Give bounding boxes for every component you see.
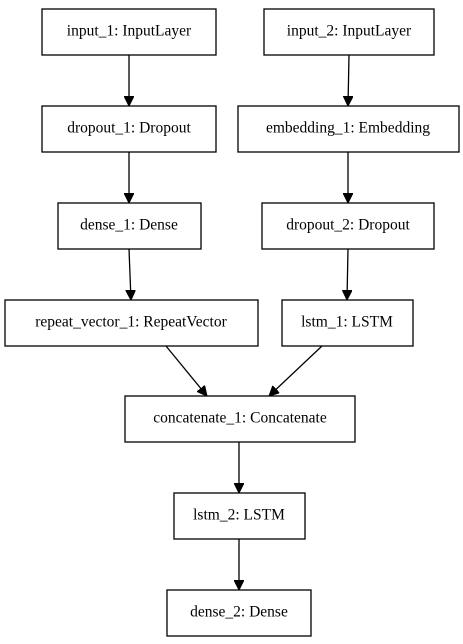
edge-input-2-to-embedding-1	[348, 54, 349, 106]
node-input-1-label: input_1: InputLayer	[67, 23, 192, 40]
nodes-layer: input_1: InputLayer dropout_1: Dropout d…	[4, 8, 460, 637]
node-concatenate-1: concatenate_1: Concatenate	[124, 395, 356, 443]
node-embedding-1-label: embedding_1: Embedding	[266, 120, 430, 137]
node-lstm-2: lstm_2: LSTM	[173, 492, 306, 540]
node-dense-1-label: dense_1: Dense	[80, 217, 178, 234]
edge-lstm-1-to-concatenate-1	[269, 345, 323, 396]
edge-dropout-2-to-lstm-1	[347, 248, 348, 300]
node-input-2-label: input_2: InputLayer	[287, 23, 412, 40]
node-dropout-1: dropout_1: Dropout	[41, 105, 217, 153]
node-embedding-1: embedding_1: Embedding	[237, 105, 460, 153]
node-lstm-1-label: lstm_1: LSTM	[301, 314, 393, 331]
edge-dense-1-to-repeat-vector-1	[129, 248, 131, 300]
node-lstm-2-label: lstm_2: LSTM	[193, 507, 285, 524]
node-repeat-vector-1: repeat_vector_1: RepeatVector	[4, 299, 259, 347]
node-lstm-1: lstm_1: LSTM	[281, 299, 414, 347]
node-dense-2-label: dense_2: Dense	[190, 604, 288, 621]
node-dropout-2: dropout_2: Dropout	[261, 202, 435, 250]
node-dropout-2-label: dropout_2: Dropout	[286, 217, 410, 234]
node-input-2: input_2: InputLayer	[263, 8, 435, 56]
node-dense-1: dense_1: Dense	[57, 202, 202, 250]
node-dropout-1-label: dropout_1: Dropout	[67, 120, 191, 137]
edge-repeat-vector-1-to-concatenate-1	[165, 345, 207, 396]
node-input-1: input_1: InputLayer	[41, 8, 217, 56]
edges-layer	[129, 54, 349, 590]
node-repeat-vector-1-label: repeat_vector_1: RepeatVector	[35, 314, 227, 331]
node-concatenate-1-label: concatenate_1: Concatenate	[153, 410, 327, 427]
node-dense-2: dense_2: Dense	[166, 589, 312, 637]
